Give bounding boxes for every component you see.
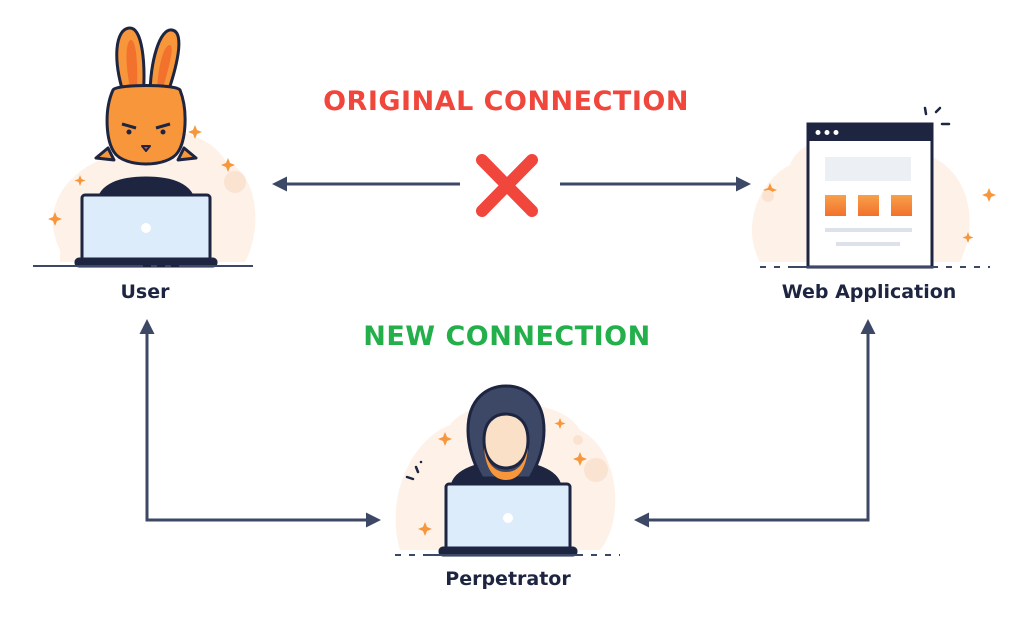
signal-lines-icon	[923, 106, 951, 126]
browser-window-icon	[806, 122, 934, 269]
web-app-node	[751, 106, 996, 269]
decor-circle	[584, 458, 608, 482]
new-connection-title: NEW CONNECTION	[363, 321, 651, 352]
decor-circle	[762, 190, 774, 202]
decor-circle	[573, 435, 583, 445]
sparkle-icon	[763, 183, 996, 243]
rabbit-at-laptop-icon	[74, 26, 218, 268]
sparkle-icon	[418, 418, 587, 536]
user-label: User	[120, 281, 170, 303]
cross-icon	[476, 154, 538, 217]
new-connection-arrows	[139, 319, 876, 528]
web-app-label: Web Application	[781, 281, 957, 303]
perpetrator-node	[395, 384, 620, 557]
perpetrator-label: Perpetrator	[445, 568, 571, 590]
hooded-hacker-at-laptop-icon	[438, 384, 578, 557]
arrow-perpetrator-to-web-app	[634, 319, 876, 528]
decor-circle	[224, 171, 246, 193]
user-node	[33, 26, 256, 268]
signal-lines-icon	[405, 460, 423, 481]
arrow-user-to-perpetrator	[139, 319, 381, 528]
sparkle-icon	[48, 125, 235, 226]
original-connection-title: ORIGINAL CONNECTION	[323, 86, 689, 117]
